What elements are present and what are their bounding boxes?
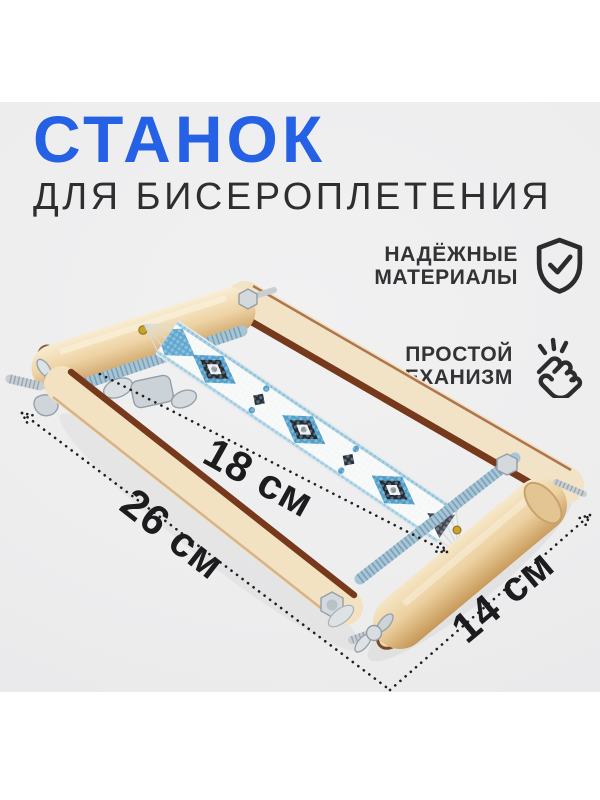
wing-nut-bottom-left bbox=[320, 591, 394, 653]
bottom-threaded-rod bbox=[354, 452, 521, 585]
bolt-top-right bbox=[238, 287, 277, 310]
dimension-line-26cm bbox=[20, 411, 392, 692]
dimension-line-14cm bbox=[388, 513, 592, 692]
feature-materials: НАДЁЖНЫЕ МАТЕРИАЛЫ bbox=[374, 236, 588, 295]
loom-illustration: 18 см 26 см 14 см bbox=[5, 281, 592, 692]
left-rail bbox=[44, 366, 363, 625]
top-threaded-rod bbox=[54, 325, 248, 398]
feature-materials-line1: НАДЁЖНЫЕ bbox=[384, 242, 518, 266]
feature-mechanism-label: ПРОСТОЙ МЕХАНИЗМ bbox=[387, 343, 513, 389]
beaded-band bbox=[143, 320, 463, 555]
hero-title-block: СТАНОК ДЛЯ БИСЕРОПЛЕТЕНИЯ bbox=[33, 104, 552, 218]
wing-nut-top-left bbox=[5, 358, 198, 417]
brass-screw bbox=[452, 525, 462, 535]
product-title: СТАНОК bbox=[33, 102, 327, 176]
top-roller bbox=[31, 287, 256, 394]
feature-materials-line2: МАТЕРИАЛЫ bbox=[374, 265, 518, 289]
dimension-line-18cm bbox=[98, 372, 449, 554]
feature-materials-label: НАДЁЖНЫЕ МАТЕРИАЛЫ bbox=[374, 243, 518, 289]
bottom-roller bbox=[373, 478, 567, 650]
shield-check-icon bbox=[536, 237, 583, 294]
feature-mechanism: ПРОСТОЙ МЕХАНИЗМ bbox=[387, 334, 588, 398]
bolt-bottom-right bbox=[496, 453, 587, 497]
product-photo-background: СТАНОК ДЛЯ БИСЕРОПЛЕТЕНИЯ НАДЁЖНЫЕ МАТЕР… bbox=[0, 102, 600, 692]
feature-mechanism-line1: ПРОСТОЙ bbox=[405, 343, 513, 366]
product-subtitle: ДЛЯ БИСЕРОПЛЕТЕНИЯ bbox=[33, 176, 553, 218]
tap-gesture-icon bbox=[536, 337, 583, 398]
